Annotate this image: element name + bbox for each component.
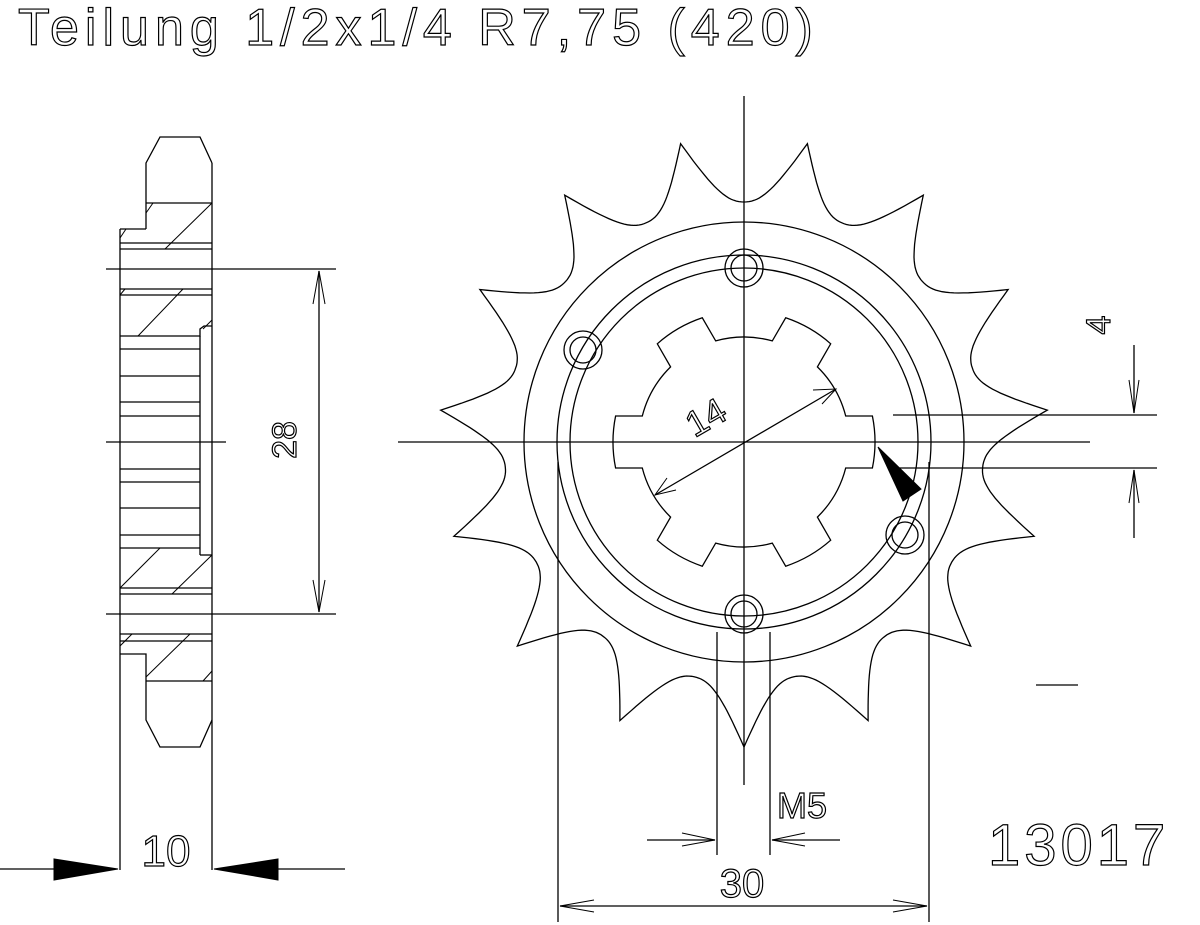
dim-offset-4: 4 xyxy=(1080,316,1118,335)
bolt-hole-bottom xyxy=(724,594,764,634)
dim-spline-14: 14 xyxy=(678,389,733,445)
sprocket-teeth-outline xyxy=(439,142,1049,749)
side-view: 28 10 xyxy=(0,136,345,881)
dim-thread-m5: M5 xyxy=(777,785,827,826)
front-view: 14 4 30 M5 xyxy=(398,96,1157,922)
bolt-hole-top xyxy=(724,248,764,288)
dim-width-10: 10 xyxy=(142,827,191,876)
part-number: 13017 xyxy=(988,813,1169,878)
bolt-hole-upper-left xyxy=(563,330,603,370)
dim-height-28: 28 xyxy=(266,421,304,459)
bolt-hole-lower-right xyxy=(885,515,925,555)
dim-bolt-span-30: 30 xyxy=(720,862,765,906)
spline-bore xyxy=(612,317,876,567)
drawing-title: Teilung 1/2x1/4 R7,75 (420) xyxy=(18,0,819,57)
